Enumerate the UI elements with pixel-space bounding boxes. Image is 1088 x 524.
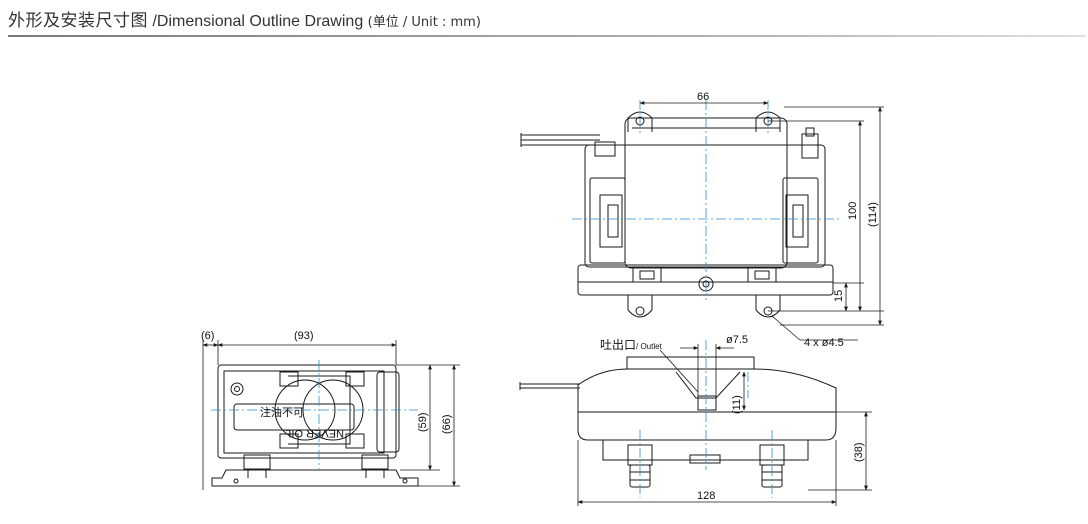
front-view-centerlines: [639, 340, 773, 498]
dim-front-outlet-dia: ø7.5: [726, 334, 748, 346]
side-view-housing: [217, 364, 397, 459]
front-outlet-label-en: / Outlet: [636, 342, 663, 351]
dim-top-height: 100: [847, 202, 859, 220]
dim-side-offset: (6): [201, 330, 214, 342]
dim-side-height-inner: (59): [417, 412, 429, 432]
top-view-ear-br: [755, 295, 781, 318]
top-view-base-plate: [577, 264, 834, 296]
top-view: [520, 111, 834, 318]
front-view: [519, 356, 837, 488]
dim-top-foot: 15: [833, 290, 845, 302]
front-outlet-label-cn: 吐出口: [600, 338, 636, 352]
dim-side-height-overall: (66): [441, 414, 453, 434]
dim-front-outlet-height: (11): [731, 395, 743, 414]
top-view-centerlines: [572, 100, 842, 300]
side-view-centerlines: [211, 360, 418, 470]
top-view-ear-bl: [627, 295, 653, 318]
side-view-label-cn: 注油不可: [260, 405, 304, 419]
side-view-label-en: NEVER OIL: [285, 427, 344, 439]
dim-hole-note: 4 x ø4.5: [804, 337, 844, 349]
title-cn: 外形及安装尺寸图: [8, 11, 148, 31]
dim-front-body-height: (38): [853, 442, 865, 462]
dim-top-width: 66: [697, 91, 709, 103]
front-view-dimensions: [577, 344, 872, 506]
title-unit: (单位 / Unit : mm): [367, 15, 481, 30]
side-view-base: [211, 469, 419, 487]
corner-mark: ’: [1078, 0, 1081, 8]
front-view-body: [577, 368, 837, 441]
page-title: 外形及安装尺寸图 /Dimensional Outline Drawing (单…: [8, 6, 481, 31]
top-view-dimensions: [639, 101, 884, 341]
top-view-ear-tr: [755, 111, 781, 132]
dim-top-height-overall: (114): [867, 202, 879, 227]
side-view-dimensions: [202, 340, 460, 490]
top-view-ear-tl: [627, 111, 653, 132]
top-view-wires: [520, 133, 600, 147]
page-header: 外形及安装尺寸图 /Dimensional Outline Drawing (单…: [0, 0, 1088, 40]
title-en: /Dimensional Outline Drawing: [152, 13, 364, 30]
dim-front-width: 128: [697, 490, 715, 502]
dim-side-length: (93): [294, 330, 314, 342]
front-view-outlet: [697, 395, 717, 411]
title-rule: [8, 35, 1086, 37]
top-view-housing: [584, 144, 826, 268]
side-view: [211, 364, 419, 487]
